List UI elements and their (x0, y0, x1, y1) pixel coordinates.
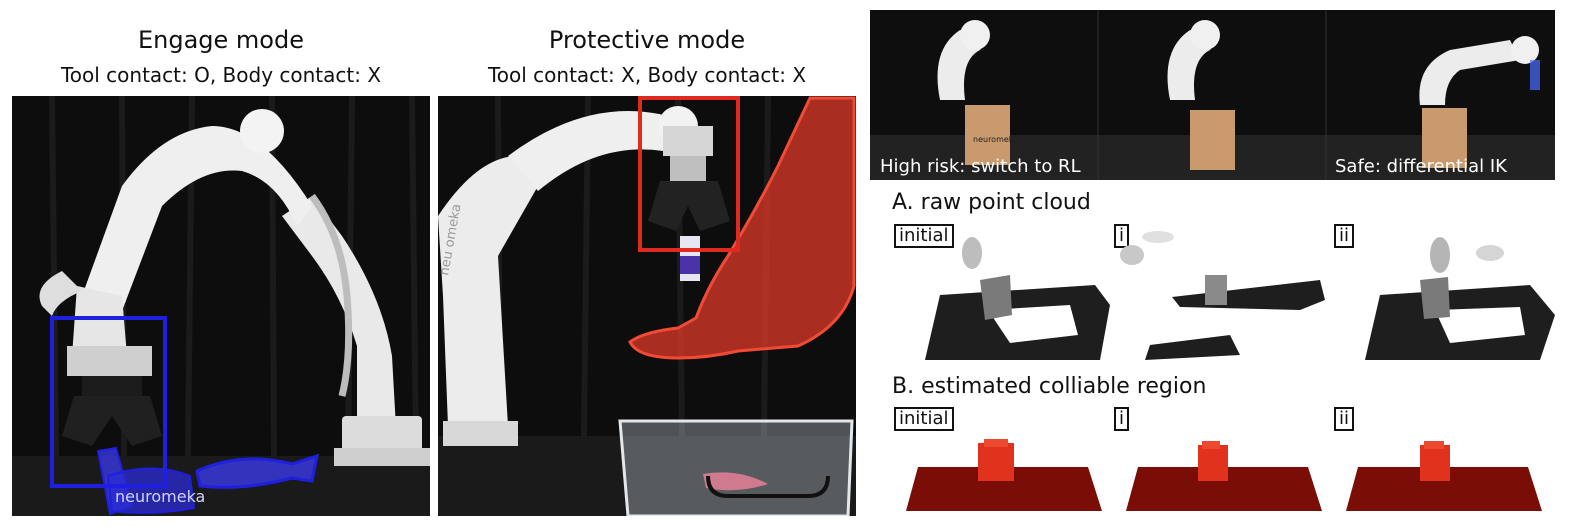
engage-mode-photo: neuromeka (12, 96, 430, 516)
point-cloud-initial (925, 237, 1110, 360)
strip-frames-illustration: neuromeka (870, 10, 1555, 180)
tag-b-i: i (1114, 407, 1130, 431)
tool-region-box (638, 96, 740, 252)
tag-b-initial: initial (894, 407, 954, 431)
tag-b-ii: ii (1334, 407, 1355, 431)
raw-point-cloud-views (925, 231, 1555, 360)
high-risk-caption: High risk: switch to RL (880, 156, 1081, 177)
engage-mode-subtitle: Tool contact: O, Body contact: X (60, 63, 382, 87)
engage-mode-title: Engage mode (137, 26, 304, 54)
colliable-region-label: B. estimated colliable region (892, 374, 1207, 399)
engage-robot-illustration: neuromeka (12, 96, 430, 516)
tag-a-ii: ii (1334, 224, 1355, 248)
base-brand-label: neuromeka (115, 487, 205, 506)
point-cloud-i (1120, 231, 1325, 360)
colliable-region-views (906, 439, 1542, 511)
top-video-strip: neuromeka High risk: switch to RL Safe: … (870, 10, 1555, 180)
human-arm-overlay (628, 96, 856, 360)
tag-a-i: i (1114, 224, 1130, 248)
colliable-view-ii (1346, 441, 1542, 511)
protective-mode-title: Protective mode (548, 26, 746, 54)
safe-caption: Safe: differential IK (1335, 156, 1507, 177)
colliable-view-i (1126, 441, 1322, 511)
strip-box-brand: neuromeka (973, 135, 1018, 144)
tool-contact-box (50, 316, 167, 488)
protective-robot-illustration: neu omeka (438, 96, 856, 516)
point-cloud-ii (1365, 237, 1555, 360)
protective-mode-photo: neu omeka (438, 96, 856, 516)
protective-mode-subtitle: Tool contact: X, Body contact: X (487, 63, 807, 87)
raw-point-cloud-label: A. raw point cloud (892, 190, 1091, 215)
tag-a-initial: initial (894, 224, 954, 248)
colliable-view-initial (906, 439, 1102, 511)
